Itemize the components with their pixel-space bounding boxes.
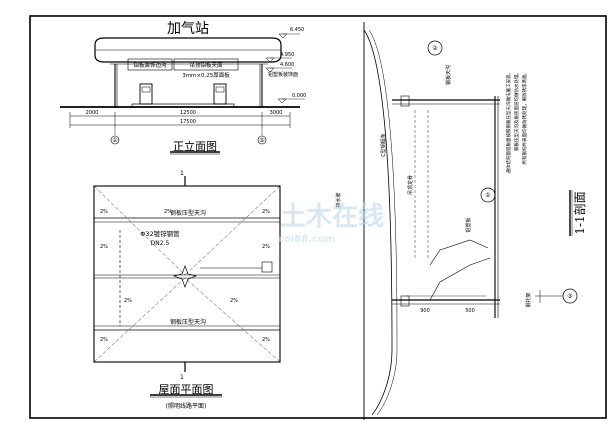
label-dn: DN2.5 xyxy=(151,240,170,247)
detail-2-label: ② xyxy=(432,45,438,52)
slope-7: 2% xyxy=(230,298,238,304)
roof-plan xyxy=(93,176,281,398)
label-ceiling-panel: 吊顶铝板天面 xyxy=(189,61,223,69)
label-drain: 排水坡 xyxy=(335,192,342,207)
label-pipe: Φ32镀锌钢管 xyxy=(140,229,180,238)
elev-ground: 0.000 xyxy=(292,93,306,99)
label-upper-gutter: 钢板压型天沟 xyxy=(170,209,206,217)
axis-1: ① xyxy=(112,137,117,144)
slope-6: 2% xyxy=(124,298,132,304)
section-caption: 1-1剖面 xyxy=(573,191,587,234)
note-line-1: 通体结构面铝板面按照钢板压型天沟做法施工安装。 xyxy=(505,70,512,174)
axis-2: ⑤ xyxy=(259,137,264,144)
label-ceiling: 吊顶龙骨 xyxy=(407,175,414,195)
note-line-2: 钢板压型天沟及板底面层均做防水处理。 xyxy=(513,70,520,151)
label-fascia: 铝塑板装饰面 xyxy=(268,71,298,78)
elev-top: 6.450 xyxy=(290,27,304,33)
dim-b: 500 xyxy=(465,308,475,314)
drawing-frame xyxy=(29,15,607,419)
detail-circle-2 xyxy=(427,40,443,56)
label-purlin: C型钢檩条 xyxy=(380,133,387,157)
label-ceiling-drain: 铝板装饰边沟 xyxy=(133,61,167,69)
slope-4: 2% xyxy=(100,244,108,250)
canopy-fascia xyxy=(94,37,282,63)
slope-9: 2% xyxy=(262,337,270,343)
label-bracket: 钢托架 xyxy=(525,292,532,307)
label-lower-gutter: 钢板压型天沟 xyxy=(170,318,206,326)
roof-plan-subcaption: (照明线路平面) xyxy=(166,402,207,410)
label-gutter: 钢板天沟 xyxy=(445,65,452,85)
section-mark-top: 1 xyxy=(180,170,184,177)
label-panel: 铝塑板 xyxy=(465,217,472,232)
elevation-caption: 正立面图 xyxy=(173,139,217,153)
section-mark-bottom: 1 xyxy=(180,374,184,381)
roof-plan-caption: 屋面平面图 xyxy=(159,383,214,396)
dim-middle: 12500 xyxy=(180,110,196,116)
slope-5: 2% xyxy=(262,244,270,250)
dim-a: 900 xyxy=(420,308,430,314)
label-panel-spec: 3mm×0.25厚面板 xyxy=(182,71,230,79)
dim-total: 17500 xyxy=(180,119,196,125)
slope-3: 2% xyxy=(262,209,270,215)
roof-outline xyxy=(93,185,281,363)
detail-1-label: ① xyxy=(485,192,490,199)
slope-1: 2% xyxy=(100,209,108,215)
watermark-url: coi88.com xyxy=(278,234,335,245)
station-name: 加气站 xyxy=(167,21,209,37)
dim-left: 2000 xyxy=(86,110,99,116)
section-1-1 xyxy=(363,22,578,420)
dim-right: 3000 xyxy=(270,110,283,116)
front-elevation xyxy=(60,33,305,155)
slope-8: 2% xyxy=(100,337,108,343)
roof-center-mark xyxy=(172,265,198,288)
note-line-3: 所有钢构件表面均做防锈处理，刷防锈漆两遍。 xyxy=(521,70,528,165)
elev-middle: 4.600 xyxy=(280,62,294,68)
elev-ceiling: 4.950 xyxy=(280,52,294,58)
detail-3-label: ③ xyxy=(567,293,572,300)
watermark-logo: 土木在线 xyxy=(280,202,384,232)
slope-2: 2% xyxy=(164,209,172,215)
detail-circle-1 xyxy=(480,187,496,203)
